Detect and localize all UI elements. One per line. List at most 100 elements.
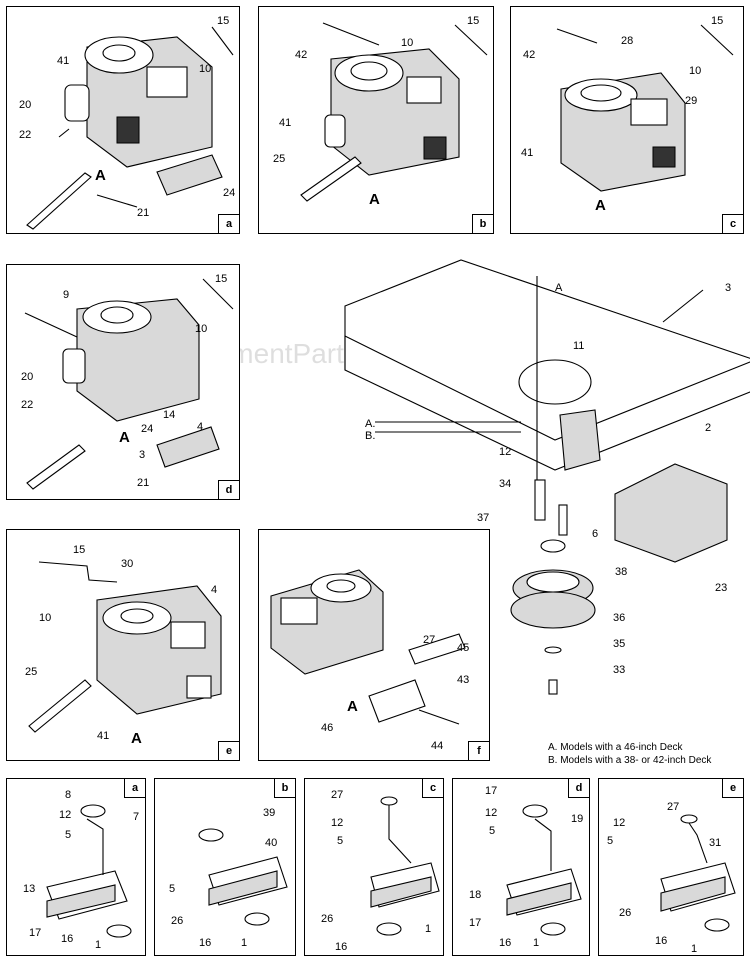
- muffler-panel-b: 39 40 5 26 16 1 b: [154, 778, 296, 956]
- callout-label: A: [131, 730, 142, 747]
- callout-label: 29: [685, 95, 698, 107]
- callout-label: 18: [469, 889, 482, 901]
- note-a: A. Models with a 46-inch Deck: [548, 742, 683, 753]
- frame-drawing: [344, 259, 750, 695]
- engine-drawing-d: [24, 278, 234, 490]
- callout-label: 10: [39, 612, 52, 624]
- panel-tag: d: [568, 779, 589, 798]
- callout-label: A.: [365, 418, 376, 430]
- callout-label: A: [347, 698, 358, 715]
- callout-label: 22: [21, 399, 34, 411]
- callout-label: 12: [59, 809, 72, 821]
- callout-label: 27: [667, 801, 680, 813]
- panel-a: 15 41 10 20 22 A 24 21 a: [6, 6, 240, 234]
- panel-b: 42 15 10 41 25 A b: [258, 6, 494, 234]
- panel-d: 15 9 10 20 22 14 4 24 A 3 21 d: [6, 264, 240, 500]
- callout-label: A: [555, 282, 563, 294]
- callout-label: 34: [499, 478, 512, 490]
- callout-label: 16: [499, 937, 512, 949]
- callout-label: 17: [485, 785, 498, 797]
- muffler-panel-e: 27 12 31 5 26 16 1 e: [598, 778, 744, 956]
- callout-label: 45: [457, 642, 470, 654]
- callout-label: 16: [61, 933, 74, 945]
- panel-tag: a: [218, 214, 239, 233]
- callout-label: 22: [19, 129, 32, 141]
- callout-label: 24: [223, 187, 236, 199]
- callout-label: 1: [533, 937, 540, 949]
- callout-label: 3: [725, 282, 732, 294]
- callout-label: A: [119, 429, 130, 446]
- callout-label: 27: [331, 789, 344, 801]
- callout-label: A: [369, 191, 380, 208]
- callout-label: 6: [592, 528, 599, 540]
- callout-label: 26: [619, 907, 632, 919]
- callout-label: 9: [63, 289, 70, 301]
- callout-label: 16: [335, 941, 348, 953]
- callout-label: 10: [199, 63, 212, 75]
- callout-label: 35: [613, 638, 626, 650]
- callout-label: 12: [613, 817, 626, 829]
- muffler-panel-a: 8 12 7 5 13 17 16 1 a: [6, 778, 146, 956]
- callout-label: 10: [195, 323, 208, 335]
- muffler-drawing-d: [506, 804, 582, 936]
- callout-label: 40: [265, 837, 278, 849]
- callout-label: 44: [431, 740, 444, 752]
- panel-tag: c: [422, 779, 443, 798]
- note-b: B. Models with a 38- or 42-inch Deck: [548, 755, 712, 766]
- callout-label: 3: [139, 449, 146, 461]
- callout-label: 26: [321, 913, 334, 925]
- callout-label: 23: [715, 582, 728, 594]
- panel-c: 15 42 28 10 29 41 A c: [510, 6, 744, 234]
- callout-label: 13: [23, 883, 36, 895]
- callout-label: 5: [169, 883, 176, 895]
- callout-label: 12: [331, 817, 344, 829]
- callout-label: 41: [97, 730, 110, 742]
- callout-label: A: [95, 167, 106, 184]
- callout-label: 10: [689, 65, 702, 77]
- engine-drawing-e: [28, 561, 222, 733]
- callout-label: 38: [615, 566, 628, 578]
- callout-label: 21: [137, 477, 150, 489]
- callout-label: 28: [621, 35, 634, 47]
- callout-label: 20: [19, 99, 32, 111]
- panel-tag: b: [472, 214, 493, 233]
- callout-label: 17: [29, 927, 42, 939]
- callout-label: 5: [489, 825, 496, 837]
- callout-label: 12: [485, 807, 498, 819]
- callout-label: 24: [141, 423, 154, 435]
- callout-label: 41: [57, 55, 70, 67]
- engine-drawing-a: [26, 26, 234, 230]
- callout-label: 39: [263, 807, 276, 819]
- panel-tag: a: [124, 779, 145, 798]
- callout-label: 19: [571, 813, 584, 825]
- callout-label: 1: [95, 939, 102, 951]
- callout-label: 20: [21, 371, 34, 383]
- callout-label: 46: [321, 722, 334, 734]
- muffler-panel-d: 17 12 19 5 18 17 16 1 d: [452, 778, 590, 956]
- callout-label: 30: [121, 558, 134, 570]
- callout-label: 15: [73, 544, 86, 556]
- engine-drawing-b: [300, 22, 488, 202]
- callout-label: 43: [457, 674, 470, 686]
- callout-label: 17: [469, 917, 482, 929]
- callout-label: 1: [691, 943, 698, 955]
- callout-label: 8: [65, 789, 72, 801]
- callout-label: 25: [273, 153, 286, 165]
- callout-label: 14: [163, 409, 176, 421]
- callout-label: 27: [423, 634, 436, 646]
- callout-label: 1: [425, 923, 432, 935]
- callout-label: 21: [137, 207, 150, 219]
- muffler-drawing-c: [370, 796, 440, 936]
- callout-label: 36: [613, 612, 626, 624]
- callout-label: 1: [241, 937, 248, 949]
- callout-label: 4: [197, 421, 204, 433]
- engine-drawing-c: [556, 24, 734, 192]
- callout-label: 15: [467, 15, 480, 27]
- callout-label: 41: [279, 117, 292, 129]
- callout-label: 15: [217, 15, 230, 27]
- callout-label: 7: [133, 811, 140, 823]
- callout-label: 37: [477, 512, 490, 524]
- callout-label: B.: [365, 430, 376, 442]
- callout-label: 2: [705, 422, 712, 434]
- callout-label: 31: [709, 837, 722, 849]
